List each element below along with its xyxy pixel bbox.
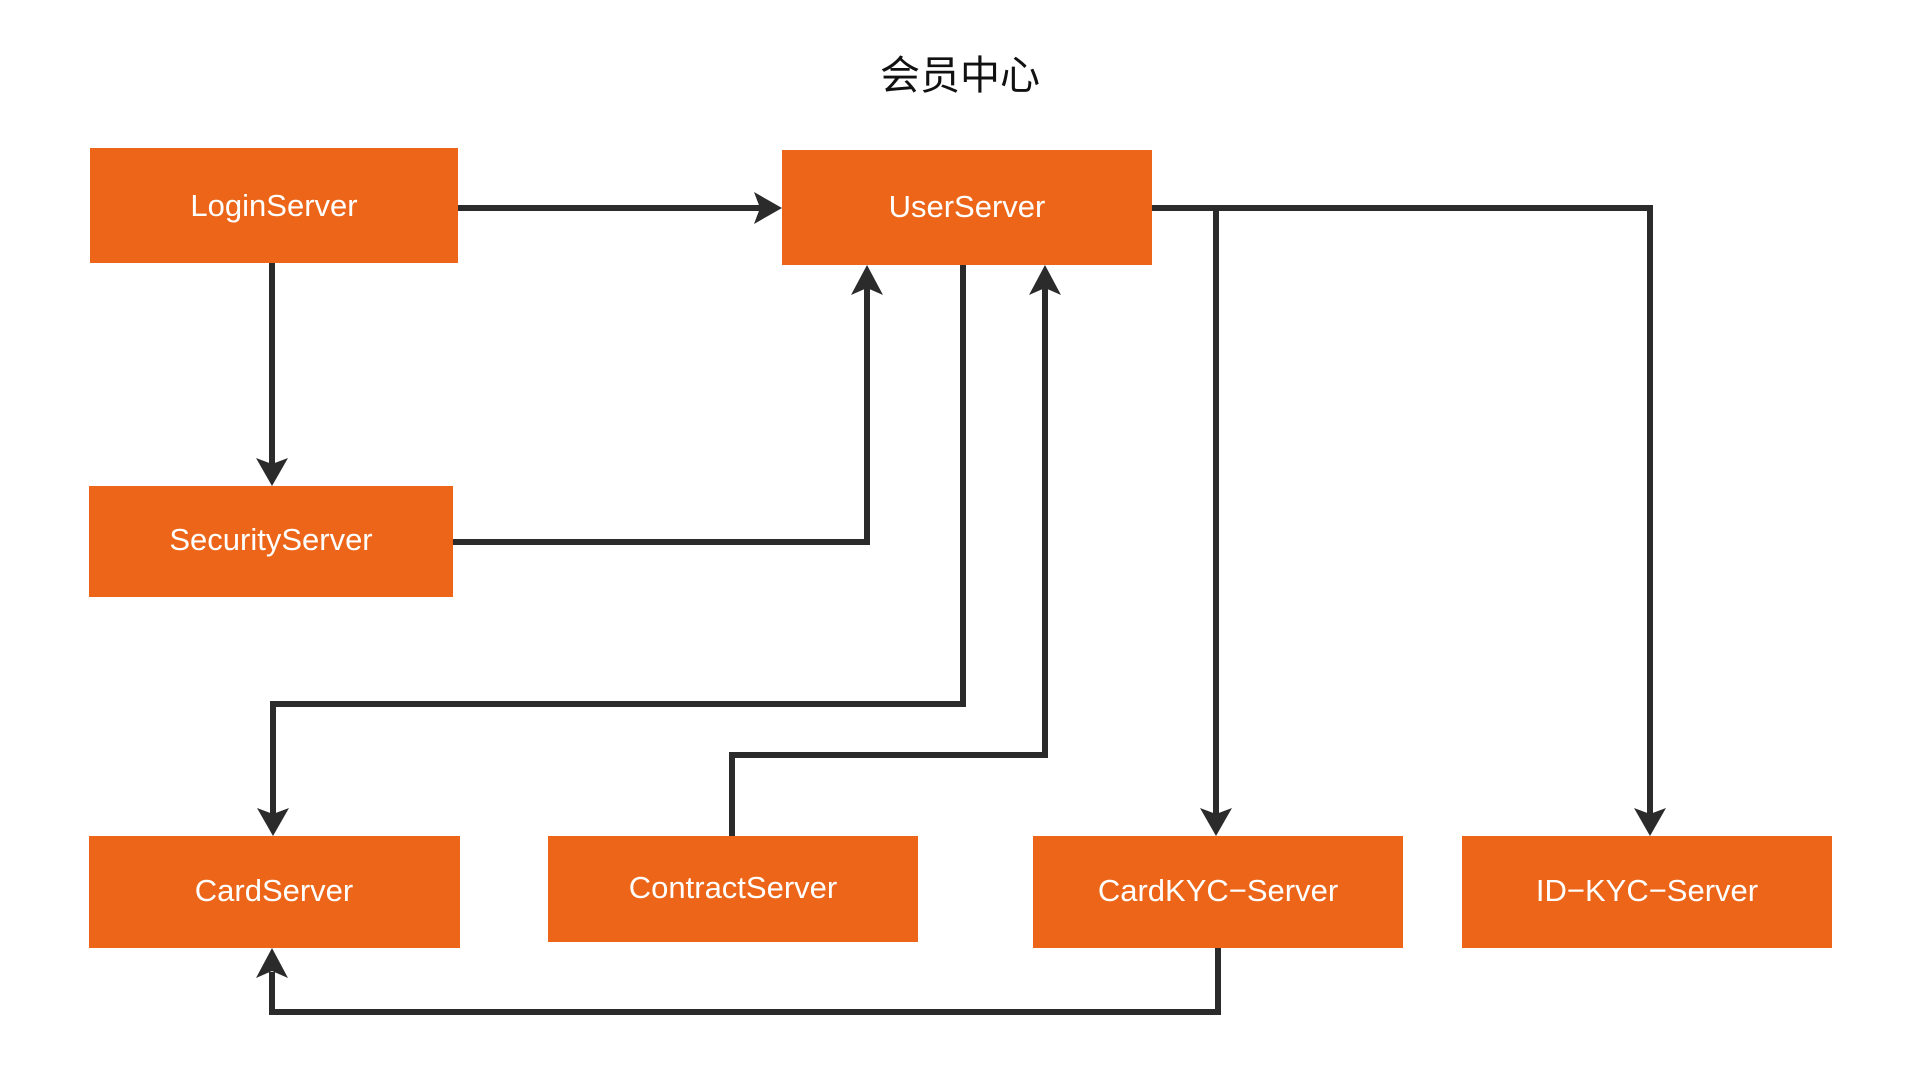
- node-contract-server[interactable]: ContractServer: [548, 836, 918, 942]
- edge-login-to-security: [256, 263, 288, 486]
- arrow-head-icon: [1029, 265, 1061, 295]
- edge-line: [729, 288, 1048, 836]
- arrow-head-icon: [1200, 808, 1232, 836]
- node-box[interactable]: [548, 836, 918, 942]
- node-cardkyc-server[interactable]: CardKYC−Server: [1033, 836, 1403, 948]
- node-box[interactable]: [782, 150, 1152, 265]
- edge-line: [1216, 205, 1653, 816]
- node-box[interactable]: [89, 836, 460, 948]
- arrow-head-icon: [851, 265, 883, 295]
- node-security-server[interactable]: SecurityServer: [89, 486, 453, 597]
- edge-security-to-user: [453, 265, 883, 545]
- node-box[interactable]: [1033, 836, 1403, 948]
- arrow-head-icon: [754, 192, 782, 224]
- node-box[interactable]: [1462, 836, 1832, 948]
- edge-contract-to-user: [729, 265, 1061, 836]
- diagram-title: 会员中心: [880, 53, 1040, 99]
- edge-line: [453, 288, 870, 545]
- node-login-server[interactable]: LoginServer: [90, 148, 458, 263]
- node-box[interactable]: [90, 148, 458, 263]
- arrow-head-icon: [256, 458, 288, 486]
- node-user-server[interactable]: UserServer: [782, 150, 1152, 265]
- node-idkyc-server[interactable]: ID−KYC−Server: [1462, 836, 1832, 948]
- edge-login-to-user: [458, 192, 782, 224]
- edge-user-to-idkyc: [1216, 205, 1666, 836]
- edge-line: [270, 265, 966, 816]
- edge-line: [1152, 205, 1219, 816]
- edge-user-to-card: [257, 265, 966, 836]
- node-card-server[interactable]: CardServer: [89, 836, 460, 948]
- arrow-head-icon: [257, 808, 289, 836]
- node-box[interactable]: [89, 486, 453, 597]
- edge-user-to-cardkyc: [1152, 205, 1232, 836]
- arrow-head-icon: [256, 948, 288, 978]
- edge-line: [269, 948, 1221, 1015]
- edge-cardkyc-to-card: [256, 948, 1221, 1015]
- arrow-head-icon: [1634, 808, 1666, 836]
